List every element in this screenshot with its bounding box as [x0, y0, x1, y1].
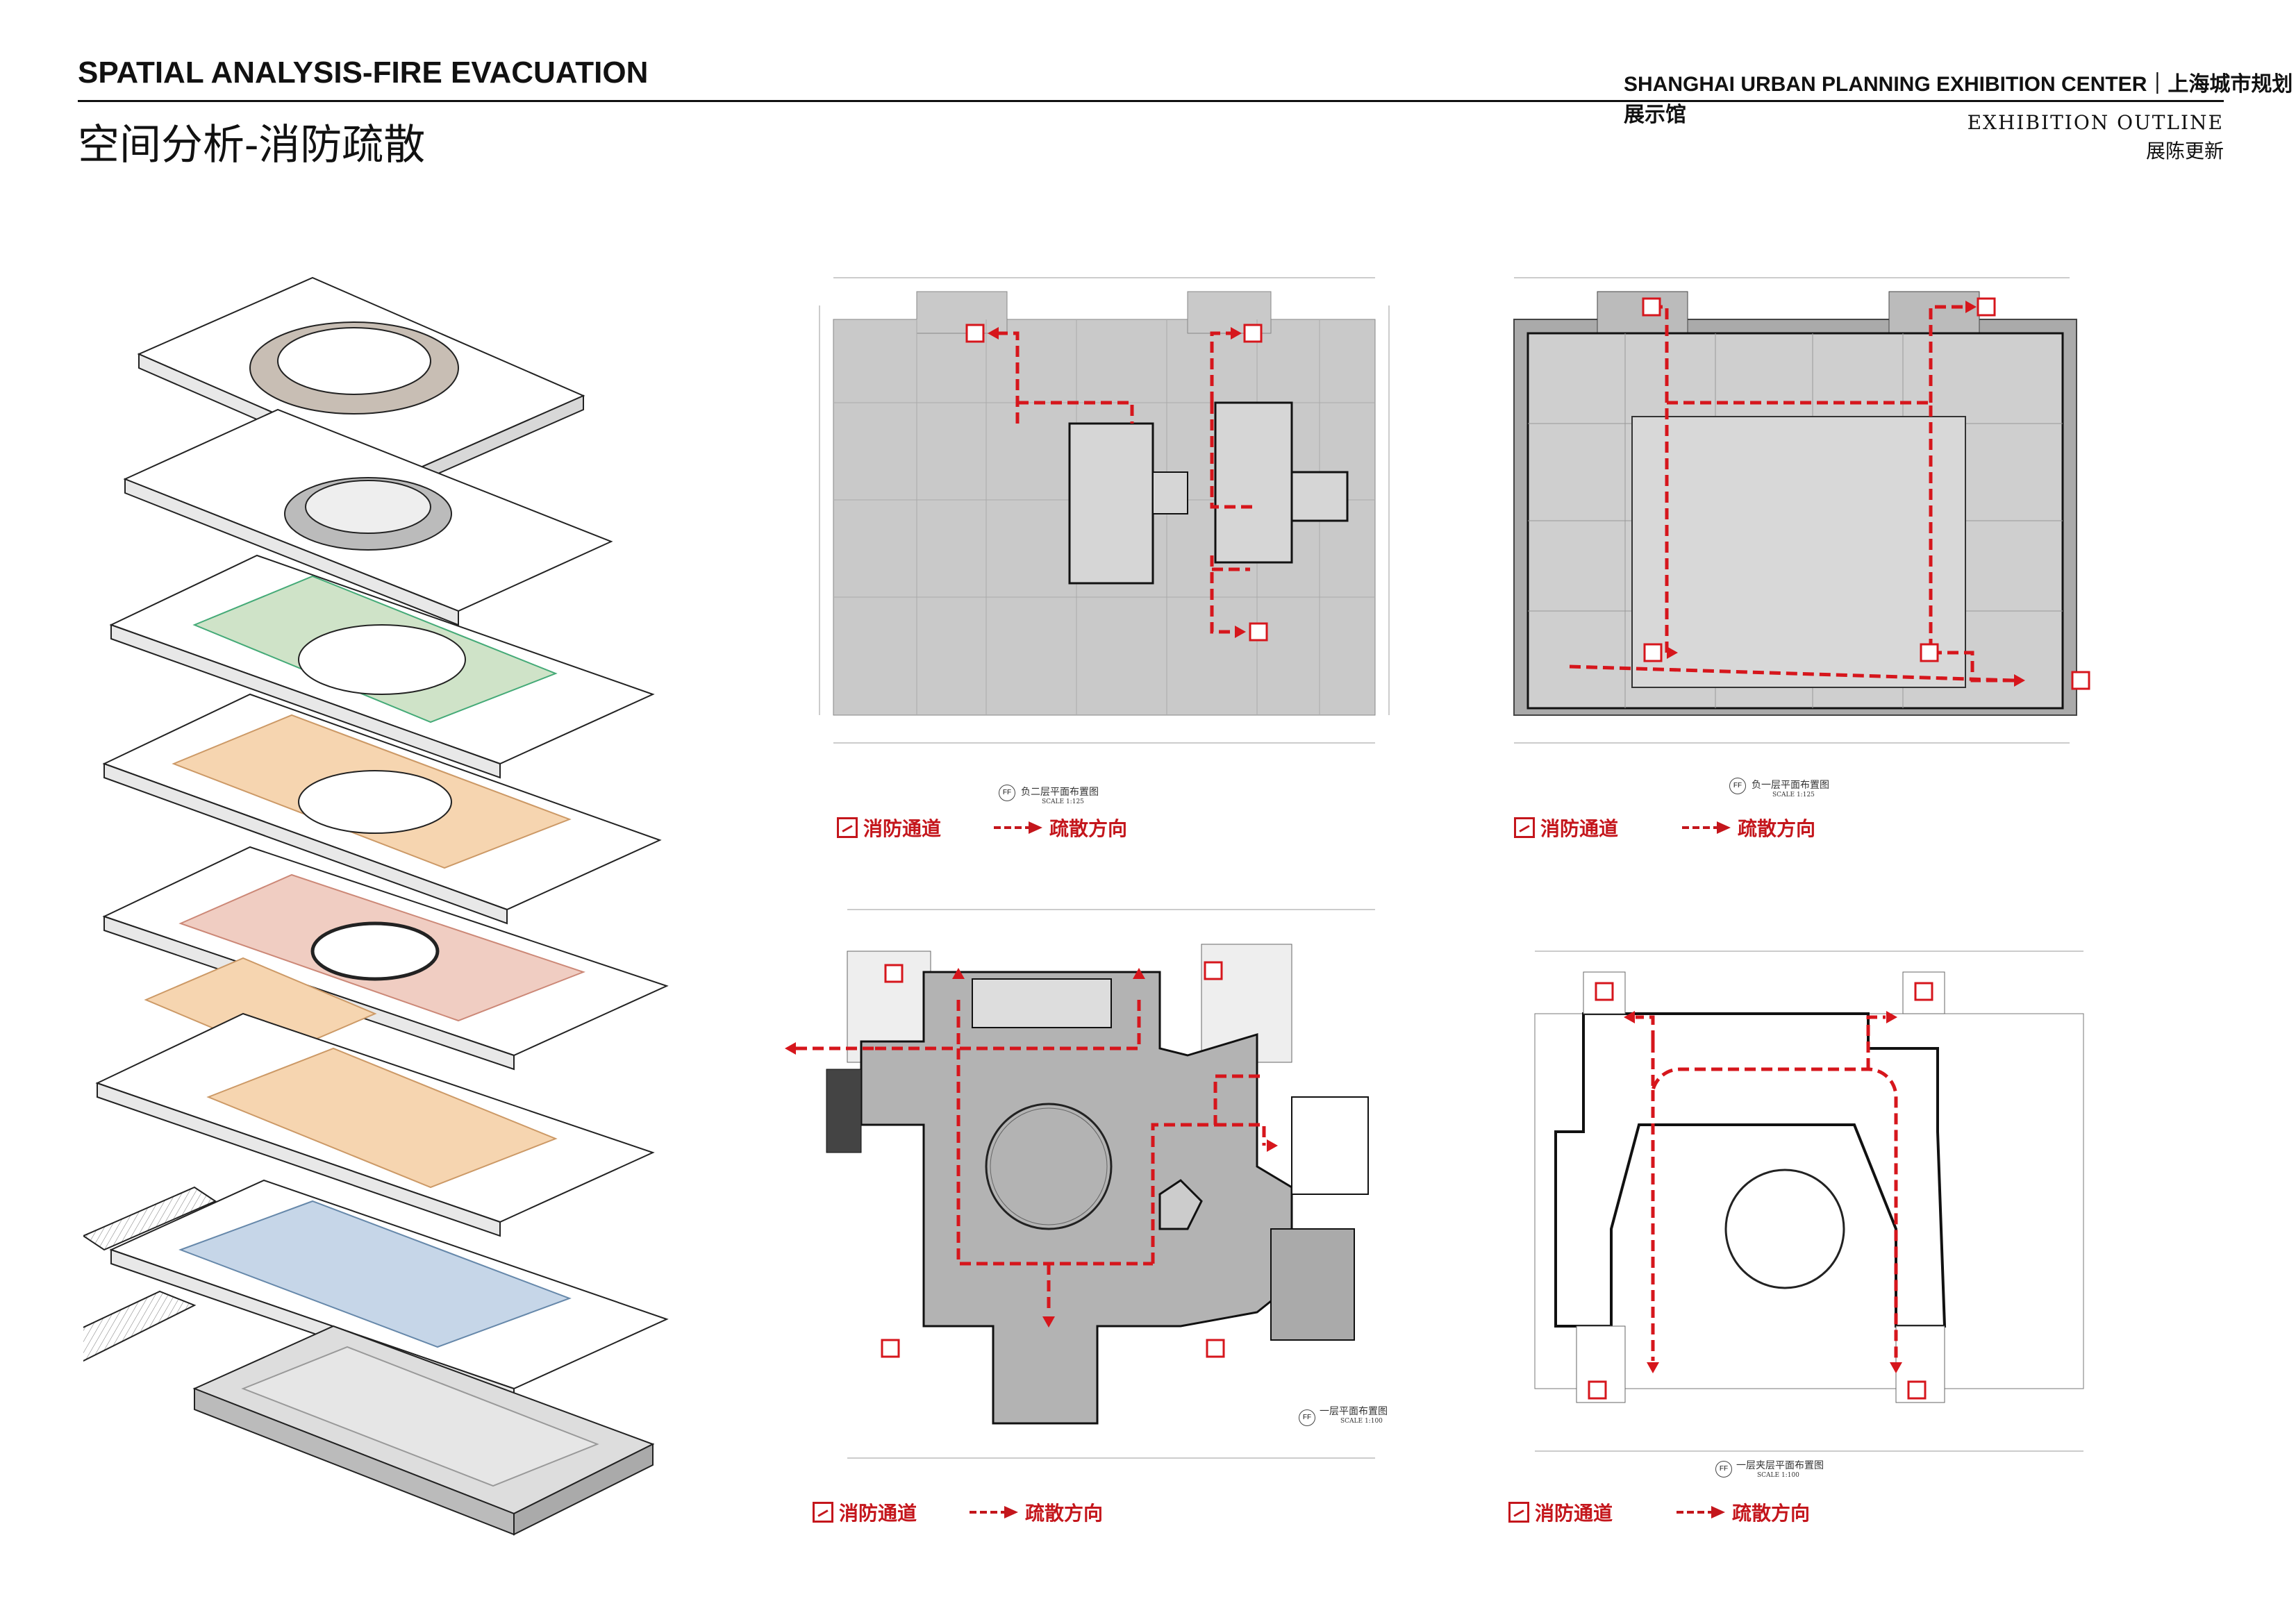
plan4-scale: SCALE 1:100 [1757, 1472, 1799, 1479]
outline-label-en: EXHIBITION OUTLINE [1967, 111, 2224, 134]
plan3-legend: 消防通道 疏散方向 [813, 1498, 1103, 1526]
fire-exit-icon [813, 1502, 833, 1523]
legend-fire-exit-label: 消防通道 [863, 817, 942, 840]
legend-evac-label: 疏散方向 [1738, 817, 1816, 840]
header-rule [78, 100, 2224, 102]
iso-layer-level-3 [109, 554, 655, 779]
project-subtitle: SHANGHAI URBAN PLANNING EXHIBITION CENTE… [1624, 73, 2293, 126]
plan-basement-2 [819, 277, 1390, 744]
plan3-caption: 一层平面布置图 SCALE 1:100 [1320, 1404, 1388, 1425]
plan2-ff-marker: FF [1729, 778, 1746, 794]
plan3-ff-marker: FF [1299, 1409, 1315, 1426]
plan3-evac-routes [875, 1000, 1266, 1312]
plan-ground-floor [785, 909, 1375, 1459]
dashed-arrow-icon [1677, 1506, 1726, 1518]
iso-layer-mezzanine [95, 1012, 655, 1237]
legend-evac-label: 疏散方向 [1732, 1502, 1811, 1525]
legend-fire-exit-label: 消防通道 [1540, 817, 1619, 840]
iso-layer-basement-2 [192, 1325, 655, 1536]
page-title-en: SPATIAL ANALYSIS-FIRE EVACUATION [78, 56, 649, 90]
dashed-arrow-icon [1682, 821, 1731, 834]
plan2-legend: 消防通道 疏散方向 [1514, 814, 1815, 842]
plan2-caption: 负一层平面布置图 SCALE 1:125 [1752, 778, 1829, 798]
plan4-evac-routes [1636, 1015, 1898, 1361]
plan2-scale: SCALE 1:125 [1772, 792, 1815, 798]
page-title-cn: 空间分析-消防疏散 [78, 121, 426, 169]
plan1-caption: 负二层平面布置图 SCALE 1:125 [1021, 785, 1099, 805]
plan1-legend: 消防通道 疏散方向 [837, 814, 1127, 842]
dashed-arrow-icon [970, 1506, 1019, 1518]
plan2-fire-exits [1642, 297, 2090, 690]
fire-exit-icon [837, 817, 858, 838]
plan4-legend: 消防通道 疏散方向 [1508, 1498, 1810, 1526]
plan1-ff-marker: FF [999, 785, 1015, 801]
legend-fire-exit-label: 消防通道 [1535, 1502, 1613, 1525]
fire-exit-icon [1508, 1502, 1529, 1523]
legend-evac-label: 疏散方向 [1025, 1502, 1104, 1525]
plan4-fire-exits [1588, 982, 1933, 1400]
isometric-floor-stack [83, 276, 669, 1536]
iso-layer-level-2 [102, 693, 662, 925]
plan2-title: 负一层平面布置图 [1752, 780, 1829, 791]
plan1-title: 负二层平面布置图 [1021, 787, 1099, 798]
iso-entrance-ramp [83, 1186, 217, 1362]
plan1-scale: SCALE 1:125 [1042, 798, 1084, 805]
plan3-scale: SCALE 1:100 [1340, 1418, 1383, 1425]
iso-layer-level-1 [102, 846, 669, 1071]
plan4-caption: 一层夹层平面布置图 SCALE 1:100 [1736, 1458, 1824, 1479]
plan3-title: 一层平面布置图 [1320, 1406, 1388, 1417]
legend-fire-exit-label: 消防通道 [839, 1502, 917, 1525]
plan1-fire-exits [965, 324, 1268, 642]
plan-basement-1 [1513, 277, 2090, 744]
dashed-arrow-icon [994, 821, 1043, 834]
plan-ground-mezzanine [1534, 951, 2084, 1452]
legend-evac-label: 疏散方向 [1049, 817, 1128, 840]
fire-exit-icon [1514, 817, 1535, 838]
plan1-evac-routes [997, 331, 1257, 634]
plan4-ff-marker: FF [1715, 1461, 1732, 1477]
iso-layer-level-4 [123, 408, 613, 626]
outline-label-cn: 展陈更新 [2145, 140, 2224, 162]
plan3-fire-exits [881, 961, 1225, 1358]
plan4-title: 一层夹层平面布置图 [1736, 1460, 1824, 1471]
